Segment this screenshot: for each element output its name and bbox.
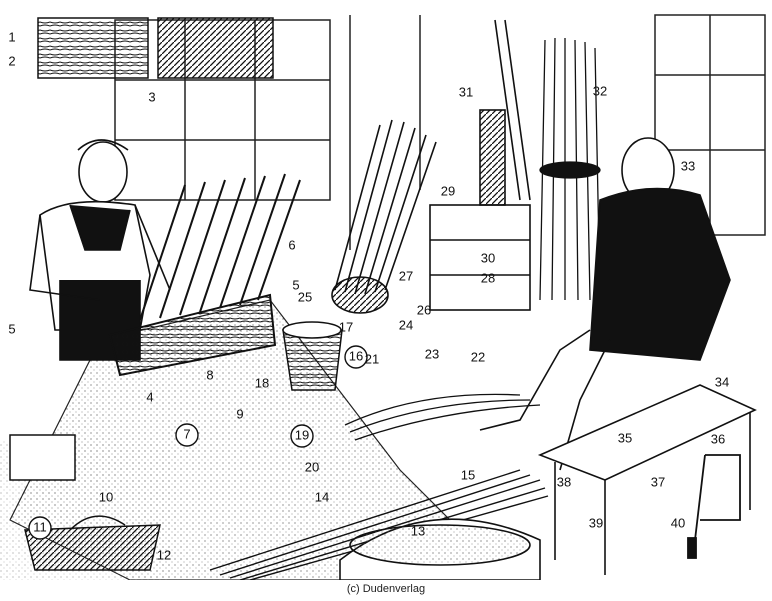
label-29: 29 [441, 183, 455, 198]
weave-sample-a [37, 17, 149, 79]
rod-bundle [331, 119, 437, 314]
saw [687, 454, 741, 559]
marker-circle-19 [290, 424, 314, 448]
label-40: 40 [671, 515, 685, 530]
label-12: 12 [157, 547, 171, 562]
label-37: 37 [651, 474, 665, 489]
label-15: 15 [461, 467, 475, 482]
label-22: 22 [471, 349, 485, 364]
credit-text: (c) Dudenverlag [346, 583, 426, 595]
label-31: 31 [459, 84, 473, 99]
label-3: 3 [148, 89, 155, 104]
label-8: 8 [206, 367, 213, 382]
label-33: 33 [681, 158, 695, 173]
weave-sample-b [157, 17, 274, 79]
label-32: 32 [593, 83, 607, 98]
label-2: 2 [8, 53, 15, 68]
label-39: 39 [589, 515, 603, 530]
label-21: 21 [365, 351, 379, 366]
label-9: 9 [236, 406, 243, 421]
label-28: 28 [481, 270, 495, 285]
label-7: 7 [183, 426, 190, 441]
carry-basket [24, 515, 161, 571]
tall-basket [282, 321, 343, 391]
label-38: 38 [557, 474, 571, 489]
label-19: 19 [295, 427, 309, 442]
label-5: 5 [292, 277, 299, 292]
label-36: 36 [711, 431, 725, 446]
label-20: 20 [305, 459, 319, 474]
label-1: 1 [8, 29, 15, 44]
marker-circle-16 [344, 345, 368, 369]
label-14: 14 [315, 489, 329, 504]
label-18: 18 [255, 375, 269, 390]
willow-bundle [539, 37, 601, 301]
label-26: 26 [417, 302, 431, 317]
label-13: 13 [411, 523, 425, 538]
label-16: 16 [349, 348, 363, 363]
label-25: 25 [298, 289, 312, 304]
marker-circle-11 [28, 516, 52, 540]
label-10: 10 [99, 489, 113, 504]
label-35: 35 [618, 430, 632, 445]
drying-rack [429, 19, 531, 311]
label-27: 27 [399, 268, 413, 283]
soaking-tub [339, 518, 541, 580]
label-17: 17 [339, 319, 353, 334]
marker-circle-7 [175, 423, 199, 447]
workbench [537, 384, 757, 575]
label-6: 6 [288, 237, 295, 252]
bent-rods [344, 393, 541, 441]
label-11: 11 [33, 519, 47, 534]
label-24: 24 [399, 317, 413, 332]
label-5: 5 [8, 321, 15, 336]
label-34: 34 [715, 374, 729, 389]
weaving-frame [108, 173, 301, 377]
label-30: 30 [481, 250, 495, 265]
tool-box [9, 434, 76, 481]
right-craftsman [479, 137, 731, 471]
label-4: 4 [146, 389, 153, 404]
label-23: 23 [425, 346, 439, 361]
basket-workshop-drawing: 1234556789101112131415161718192021222324… [0, 14, 766, 580]
